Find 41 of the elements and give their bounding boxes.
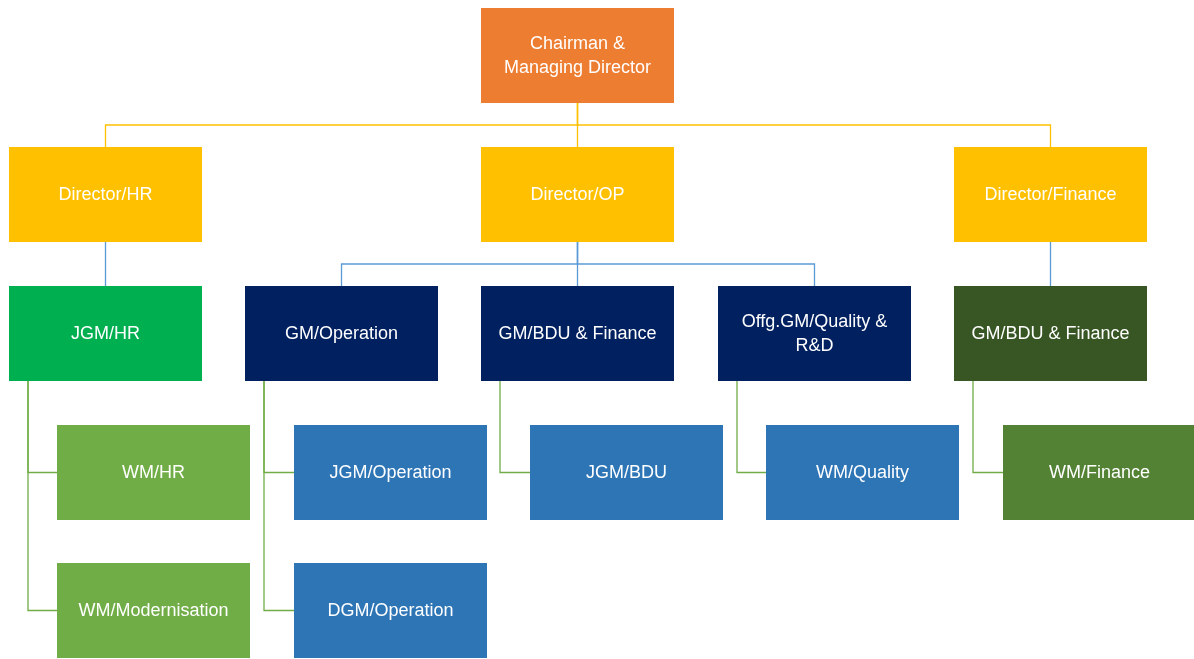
role-title: JGM/HR — [71, 321, 140, 345]
role-title: WM/HR — [122, 460, 185, 484]
connector-line — [104, 241, 107, 287]
org-box — [766, 425, 959, 520]
connector-line — [576, 241, 816, 287]
connector-line — [1049, 241, 1052, 287]
org-box — [718, 286, 911, 381]
org-box — [245, 286, 438, 381]
connector-line — [499, 380, 531, 474]
org-box — [1003, 425, 1194, 520]
role-title: WM/Modernisation — [78, 598, 229, 622]
role-title: Director/Finance — [984, 182, 1117, 206]
role-title: Offg.GM/Quality & R&D — [740, 310, 889, 357]
role-title: GM/BDU & Finance — [498, 321, 657, 345]
org-box — [954, 286, 1147, 381]
role-title: WM/Finance — [1049, 460, 1150, 484]
org-box — [954, 147, 1147, 242]
connector-line — [27, 380, 58, 612]
role-title: GM/Operation — [284, 321, 398, 345]
org-box — [57, 563, 250, 658]
org-box — [294, 563, 487, 658]
role-title: JGM/BDU — [586, 460, 667, 484]
connector-line — [263, 380, 295, 612]
connector-line — [972, 380, 1004, 474]
role-title: DGM/Operation — [327, 598, 454, 622]
org-box — [481, 286, 674, 381]
org-box — [481, 8, 674, 103]
org-box — [530, 425, 723, 520]
connector-line — [576, 102, 1052, 148]
connector-line — [736, 380, 767, 474]
role-title: JGM/Operation — [329, 460, 452, 484]
org-box — [481, 147, 674, 242]
role-title: GM/BDU & Finance — [971, 321, 1130, 345]
org-box — [9, 286, 202, 381]
org-box — [294, 425, 487, 520]
role-title: Director/OP — [530, 182, 625, 206]
role-title: WM/Quality — [816, 460, 909, 484]
role-title: Chairman & Managing Director — [502, 32, 653, 79]
role-title: Director/HR — [58, 182, 153, 206]
org-box — [57, 425, 250, 520]
org-box — [9, 147, 202, 242]
